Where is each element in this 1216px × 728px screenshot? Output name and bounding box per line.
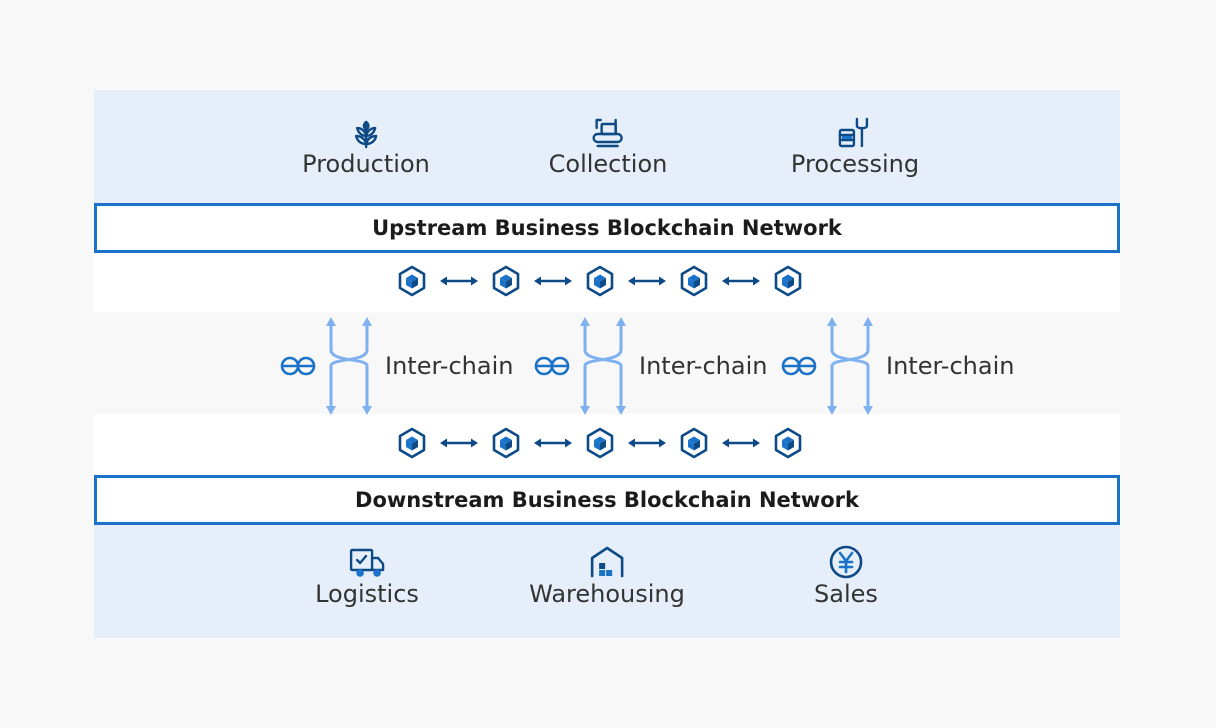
- stage-logistics: Logistics: [315, 544, 419, 608]
- upstream-network-box: Upstream Business Blockchain Network: [94, 203, 1120, 253]
- harvester-icon: [592, 118, 624, 148]
- stage-label: Production: [302, 150, 430, 178]
- truck-icon: [349, 548, 385, 577]
- bidirectional-arrow-icon: [438, 437, 480, 449]
- blockchain-node-icon: [586, 427, 614, 459]
- bidirectional-arrow-icon: [438, 275, 480, 287]
- inter-chain-cross-arrows-icon: [580, 317, 626, 415]
- bidirectional-arrow-icon: [626, 437, 668, 449]
- inter-chain-cross-arrows-icon: [326, 317, 372, 415]
- bidirectional-arrow-icon: [532, 437, 574, 449]
- downstream-network-box: Downstream Business Blockchain Network: [94, 475, 1120, 525]
- inter-chain-connector: Inter-chain: [533, 316, 783, 416]
- stage-collection: Collection: [548, 114, 668, 178]
- inter-chain-connector: Inter-chain: [780, 316, 1030, 416]
- blockchain-node-icon: [492, 427, 520, 459]
- stage-production: Production: [302, 114, 430, 178]
- inter-chain-label: Inter-chain: [639, 352, 768, 380]
- network-title: Upstream Business Blockchain Network: [372, 216, 842, 240]
- downstream-node-chain: [398, 427, 802, 459]
- warehouse-icon: [590, 546, 624, 578]
- blockchain-node-icon: [586, 265, 614, 297]
- wrench-machine-icon: [838, 117, 869, 148]
- inter-chain-label: Inter-chain: [886, 352, 1015, 380]
- stage-label: Sales: [814, 580, 878, 608]
- blockchain-node-icon: [680, 265, 708, 297]
- chain-link-icon: [280, 356, 316, 376]
- stage-label: Collection: [548, 150, 668, 178]
- stage-label: Warehousing: [529, 580, 685, 608]
- bidirectional-arrow-icon: [720, 437, 762, 449]
- stage-warehousing: Warehousing: [529, 544, 685, 608]
- blockchain-node-icon: [774, 265, 802, 297]
- inter-chain-cross-arrows-icon: [827, 317, 873, 415]
- blockchain-node-icon: [398, 265, 426, 297]
- stage-label: Logistics: [315, 580, 419, 608]
- blockchain-node-icon: [774, 427, 802, 459]
- upstream-node-band: [94, 251, 1120, 312]
- stage-processing: Processing: [791, 114, 919, 178]
- downstream-stage-panel: [94, 523, 1120, 638]
- bidirectional-arrow-icon: [626, 275, 668, 287]
- stage-label: Processing: [790, 150, 920, 178]
- upstream-node-chain: [398, 265, 802, 297]
- bidirectional-arrow-icon: [720, 275, 762, 287]
- bidirectional-arrow-icon: [532, 275, 574, 287]
- downstream-node-band: [94, 414, 1120, 476]
- blockchain-node-icon: [680, 427, 708, 459]
- blockchain-node-icon: [398, 427, 426, 459]
- inter-chain-label: Inter-chain: [385, 352, 514, 380]
- wheat-icon: [354, 120, 378, 149]
- yen-icon: [829, 545, 863, 579]
- blockchain-node-icon: [492, 265, 520, 297]
- stage-sales: Sales: [814, 544, 878, 608]
- chain-link-icon: [781, 356, 817, 376]
- network-title: Downstream Business Blockchain Network: [355, 488, 859, 512]
- inter-chain-connector: Inter-chain: [279, 316, 529, 416]
- chain-link-icon: [534, 356, 570, 376]
